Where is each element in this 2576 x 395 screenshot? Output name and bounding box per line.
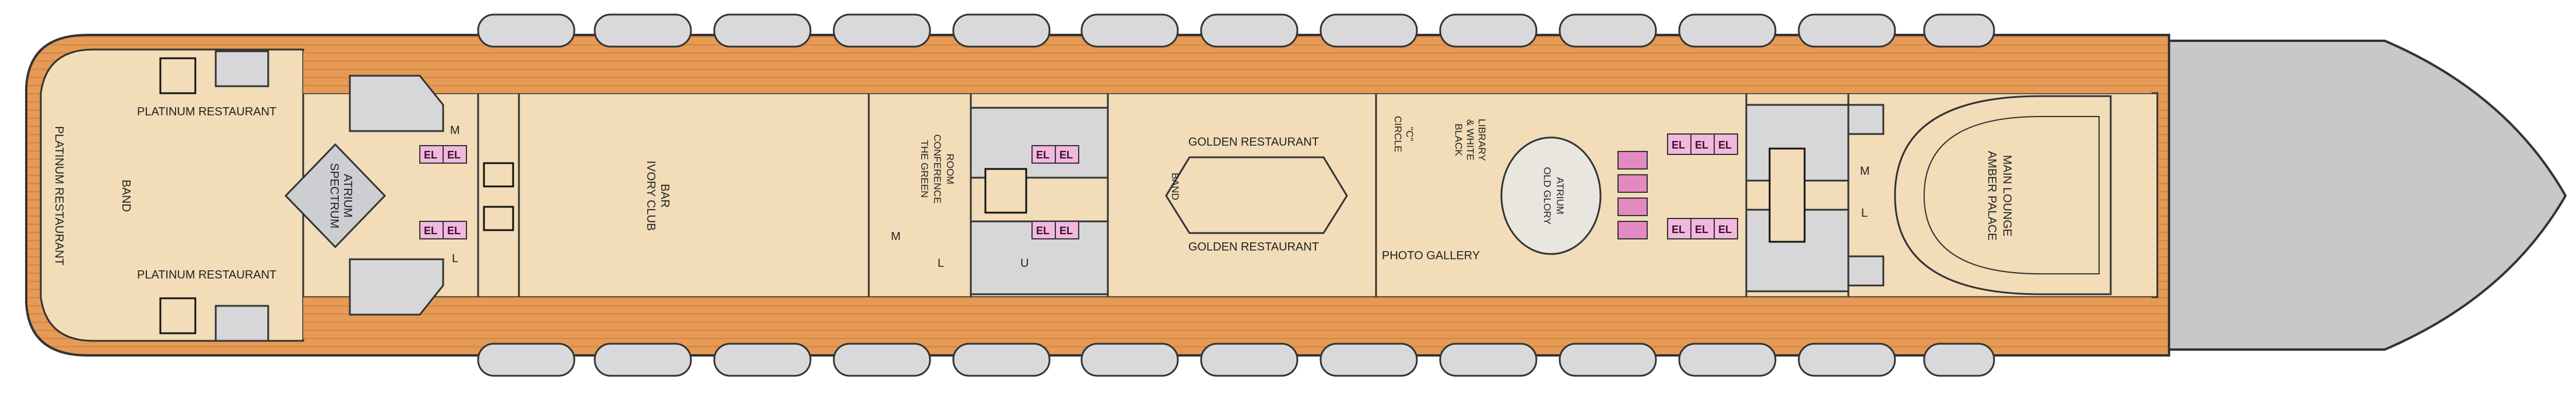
ladies-label: L xyxy=(938,257,944,270)
men-label: M xyxy=(450,124,460,137)
el-label: EL xyxy=(1672,224,1685,235)
glass-elevators xyxy=(1617,151,1648,239)
restroom-labels: M L M L U M L xyxy=(450,124,1870,270)
unisex-label: U xyxy=(1020,257,1029,270)
label-golden-restaurant-top: GOLDEN RESTAURANT xyxy=(1188,136,1319,149)
label-band-left: BAND xyxy=(120,179,132,212)
lifeboats-top xyxy=(477,13,1995,48)
label-green-conf-3: ROOM xyxy=(945,154,956,185)
label-platinum-restaurant-side: PLATINUM RESTAURANT xyxy=(52,126,65,265)
label-platinum-restaurant-top: PLATINUM RESTAURANT xyxy=(137,105,276,118)
label-circle-c-2: "C" xyxy=(1404,127,1415,141)
label-circle-c-1: CIRCLE xyxy=(1392,116,1403,152)
el-label: EL xyxy=(1059,225,1073,237)
spectrum-atrium-shape xyxy=(284,143,387,249)
label-spectrum-atrium-2: ATRIUM xyxy=(341,174,354,217)
men-label: M xyxy=(891,230,901,243)
aft-restaurant-block xyxy=(40,48,304,342)
golden-restaurant-core xyxy=(1165,156,1348,234)
el-label: EL xyxy=(447,149,461,161)
el-label: EL xyxy=(1672,139,1685,151)
el-label: EL xyxy=(424,225,437,237)
el-label: EL xyxy=(1059,149,1073,161)
elevator-labels: EL EL EL EL EL EL EL EL EL EL EL EL EL E… xyxy=(424,139,1732,237)
label-ivory-club-1: IVORY CLUB xyxy=(644,161,657,231)
label-golden-restaurant-bottom: GOLDEN RESTAURANT xyxy=(1188,241,1319,253)
el-label: EL xyxy=(1695,224,1708,235)
el-label: EL xyxy=(1718,139,1732,151)
label-green-conf-2: CONFERENCE xyxy=(932,134,943,203)
label-ivory-club-2: BAR xyxy=(658,184,671,207)
elevators xyxy=(419,133,1738,239)
stairs xyxy=(159,57,1806,334)
label-spectrum-atrium-1: SPECTRUM xyxy=(328,163,341,228)
label-library-2: & WHITE xyxy=(1465,119,1476,161)
old-glory-atrium-shape xyxy=(1500,136,1602,255)
label-photo-gallery: PHOTO GALLERY xyxy=(1382,249,1480,262)
label-library-1: BLACK xyxy=(1453,124,1464,156)
label-library-3: LIBRARY xyxy=(1476,119,1487,161)
lifeboats-bottom xyxy=(477,343,1995,377)
el-label: EL xyxy=(424,149,437,161)
label-amber-palace-1: AMBER PALACE xyxy=(1985,151,1998,241)
el-label: EL xyxy=(1036,225,1050,237)
label-old-glory-1: OLD GLORY xyxy=(1542,167,1553,225)
label-band-golden: BAND xyxy=(1170,172,1181,200)
el-label: EL xyxy=(1718,224,1732,235)
label-old-glory-2: ATRIUM xyxy=(1554,177,1566,214)
label-green-conf-1: THE GREEN xyxy=(919,140,930,198)
el-label: EL xyxy=(1036,149,1050,161)
bow xyxy=(2150,40,2567,351)
el-label: EL xyxy=(447,225,461,237)
ladies-label: L xyxy=(1861,207,1868,220)
promenade-top xyxy=(303,51,2152,93)
ladies-label: L xyxy=(452,252,458,265)
label-amber-palace-2: MAIN LOUNGE xyxy=(2001,155,2013,237)
el-label: EL xyxy=(1695,139,1708,151)
promenade-bottom xyxy=(303,297,2152,339)
men-label: M xyxy=(1860,165,1870,178)
amber-palace-stage xyxy=(1923,116,2100,274)
service-rooms xyxy=(970,104,1884,295)
aft-service-areas xyxy=(215,50,444,342)
label-platinum-restaurant-bottom: PLATINUM RESTAURANT xyxy=(137,269,276,281)
